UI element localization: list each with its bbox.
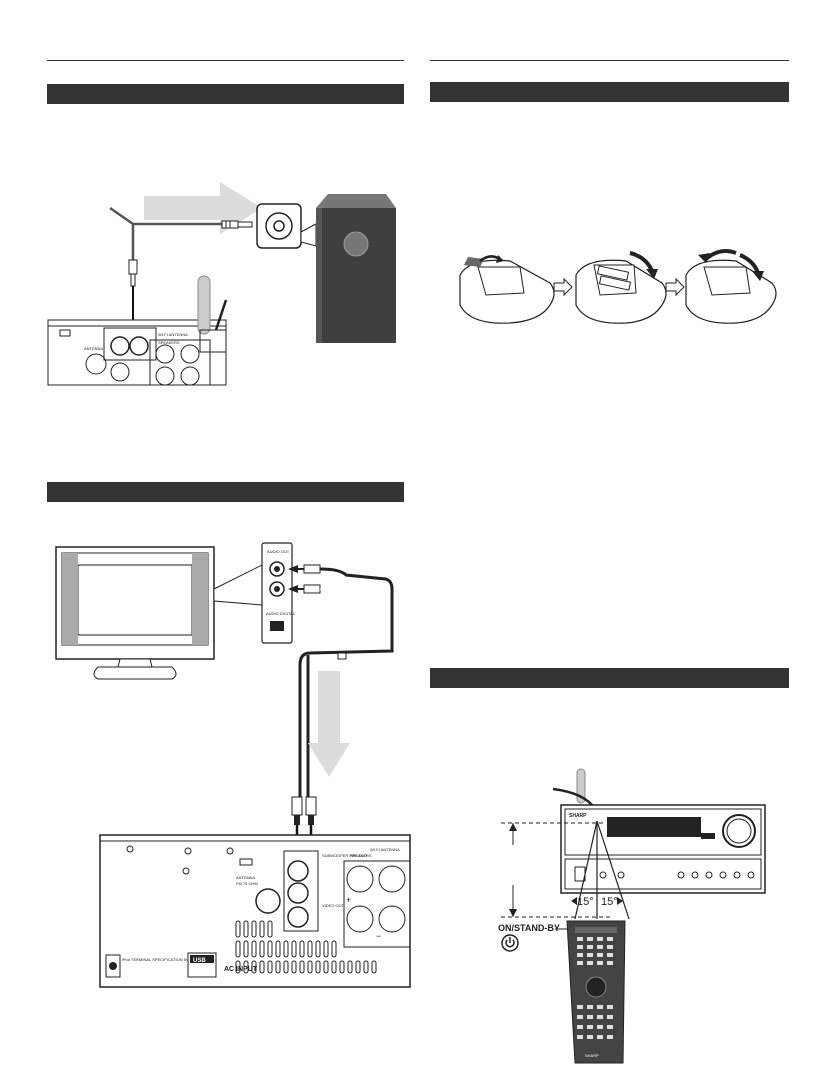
rear-video-label: VIDEO OUT: [322, 903, 345, 908]
rear-speakers-label: SPEAKERS: [350, 853, 372, 858]
remote-back-step3: [685, 249, 777, 324]
main-unit-rear-panel-partial: ANTENNA WI-FI ANTENNA SPEAKERS: [47, 275, 228, 386]
direction-arrow-down: [308, 671, 350, 777]
rear-subwoofer-label: SUBWOOFER PRE-OUT: [322, 853, 368, 858]
section-bar-remote-battery: [430, 82, 789, 102]
ipod-terminal-label: iPod TERMINAL SPECIFICATION 5V DC 1A: [122, 957, 202, 962]
antenna-label: ANTENNA: [84, 346, 103, 351]
angle-right-label: 15°: [601, 896, 618, 908]
subwoofer-connection-illustration: ANTENNA WI-FI ANTENNA SPEAKERS: [47, 182, 396, 386]
remote-range-illustration: SHARP 15° 15°: [498, 768, 766, 1064]
ac-input-label: AC INPUT: [224, 966, 258, 973]
svg-text:+: +: [346, 895, 351, 905]
remote-control: SHARP: [555, 920, 626, 1064]
main-unit-front: SHARP: [552, 768, 766, 894]
tv-set: [55, 546, 215, 680]
rear-antenna-label: ANTENNA: [236, 875, 255, 880]
top-rule-right: [430, 60, 789, 61]
section-bar-subwoofer: [47, 84, 404, 104]
top-rule-left: [47, 60, 404, 61]
rear-fm-label: FM 75 OHM: [236, 881, 258, 886]
angle-left-label: 15°: [577, 896, 594, 908]
audio-digital-label: AUDIO DIGITAL: [266, 611, 296, 616]
main-unit-rear-panel: ANTENNA FM 75 OHM SUBWOOFER PRE-OUT VIDE…: [99, 834, 411, 988]
remote-back-step1: [459, 255, 555, 324]
svg-text:−: −: [376, 931, 381, 941]
on-standby-label: ON/STAND-BY: [498, 923, 560, 933]
front-brand-logo: SHARP: [569, 813, 587, 819]
rear-wifi-label: WI-FI ANTENNA: [370, 847, 400, 852]
remote-brand-logo: SHARP: [585, 1053, 599, 1058]
speakers-label: SPEAKERS: [158, 340, 180, 345]
tv-connection-illustration: AUDIO OUT AUDIO DIGITAL ANTENNA FM 75 OH…: [55, 542, 411, 988]
audio-out-label: AUDIO OUT: [267, 549, 290, 554]
remote-back-step2: [575, 251, 667, 324]
remote-battery-illustration: [459, 249, 777, 324]
usb-label: USB: [193, 958, 206, 964]
section-bar-remote-range: [430, 668, 789, 688]
subwoofer-unit: [316, 194, 396, 343]
section-bar-tv-connection: [47, 482, 404, 502]
wifi-antenna-label: WI-FI ANTENNA: [158, 332, 188, 337]
